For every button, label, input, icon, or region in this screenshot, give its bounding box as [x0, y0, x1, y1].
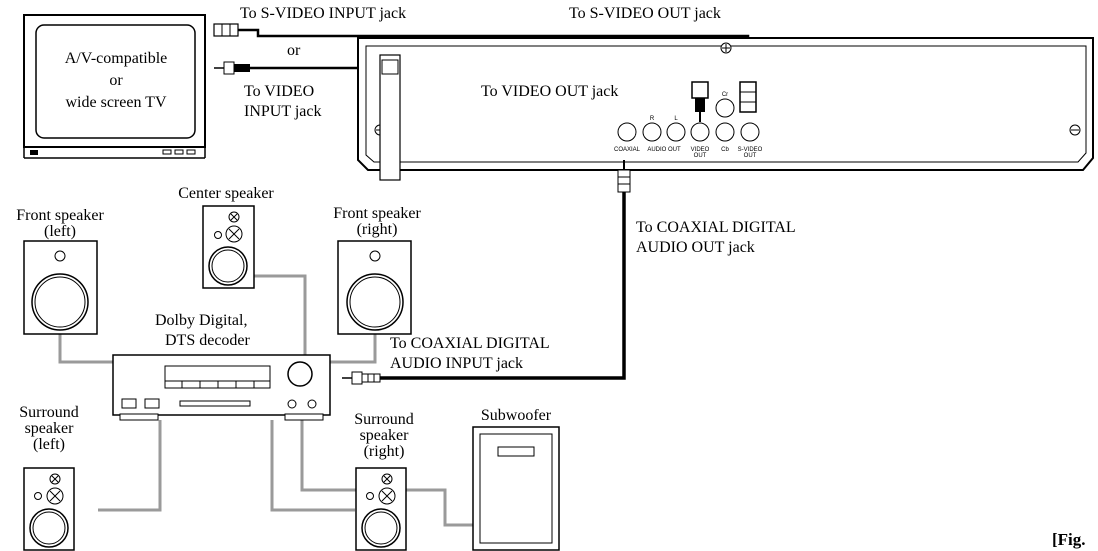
video-plug-tv — [214, 61, 250, 75]
tv-label-line3: wide screen TV — [66, 94, 167, 111]
dvd-player: COAXIAL AUDIO OUT R L VIDEO OUT Cr Cb S-… — [357, 37, 1094, 181]
label-coax-in-2: AUDIO INPUT jack — [390, 355, 523, 372]
label-coax-out-1: To COAXIAL DIGITAL — [636, 219, 796, 236]
label-or: or — [287, 42, 301, 59]
jack-coaxial: COAXIAL — [614, 147, 641, 153]
tv: A/V-compatible or wide screen TV — [23, 14, 206, 159]
coaxial-plug-player — [617, 160, 631, 193]
jack-video-out-1: VIDEO — [691, 147, 710, 153]
label-decoder-2: DTS decoder — [165, 332, 251, 349]
subwoofer — [472, 426, 560, 551]
label-front-left-2: (left) — [44, 223, 76, 240]
svideo-plug-player — [739, 81, 757, 113]
surround-speaker-left — [23, 467, 75, 551]
label-video-out: To VIDEO OUT jack — [481, 83, 618, 100]
label-svideo-input: To S-VIDEO INPUT jack — [240, 5, 406, 22]
coaxial-plug-decoder — [342, 371, 381, 385]
label-svideo-out: To S-VIDEO OUT jack — [569, 5, 721, 22]
jack-cb: Cb — [721, 147, 729, 153]
label-surround-left-2: speaker — [25, 420, 75, 437]
figure-label: [Fig. — [1052, 530, 1086, 549]
jack-svideo-out-1: S-VIDEO — [738, 147, 763, 153]
label-subwoofer: Subwoofer — [481, 407, 552, 424]
labels: To S-VIDEO INPUT jack To S-VIDEO OUT jac… — [16, 5, 1085, 549]
decoder-receiver — [112, 354, 331, 421]
label-surround-right-1: Surround — [354, 411, 414, 428]
front-speaker-right — [337, 240, 412, 335]
label-front-right-1: Front speaker — [333, 205, 421, 222]
label-surround-right-3: (right) — [364, 443, 405, 460]
label-coax-in-1: To COAXIAL DIGITAL — [390, 335, 550, 352]
tv-label-line1: A/V-compatible — [65, 50, 168, 67]
label-surround-left-1: Surround — [19, 404, 79, 421]
label-decoder-1: Dolby Digital, — [155, 312, 247, 329]
jack-svideo-out-2: OUT — [744, 153, 757, 159]
label-surround-right-2: speaker — [360, 427, 410, 444]
front-speaker-left — [23, 240, 98, 335]
jack-cr: Cr — [722, 92, 728, 98]
jack-audio-out: AUDIO OUT — [647, 147, 681, 153]
video-plug-player — [691, 81, 709, 122]
surround-speaker-right — [355, 467, 407, 551]
label-front-right-2: (right) — [357, 221, 398, 238]
label-front-left-1: Front speaker — [16, 207, 104, 224]
label-surround-left-3: (left) — [33, 436, 65, 453]
label-video-input-2: INPUT jack — [244, 103, 321, 120]
svideo-plug-tv — [213, 23, 239, 37]
center-speaker — [202, 205, 255, 289]
jack-l: L — [674, 116, 678, 122]
tv-label-line2: or — [109, 72, 123, 89]
jack-video-out-2: OUT — [694, 153, 707, 159]
label-coax-out-2: AUDIO OUT jack — [636, 239, 755, 256]
label-video-input-1: To VIDEO — [244, 83, 314, 100]
jack-r: R — [650, 116, 655, 122]
label-center: Center speaker — [178, 185, 274, 202]
